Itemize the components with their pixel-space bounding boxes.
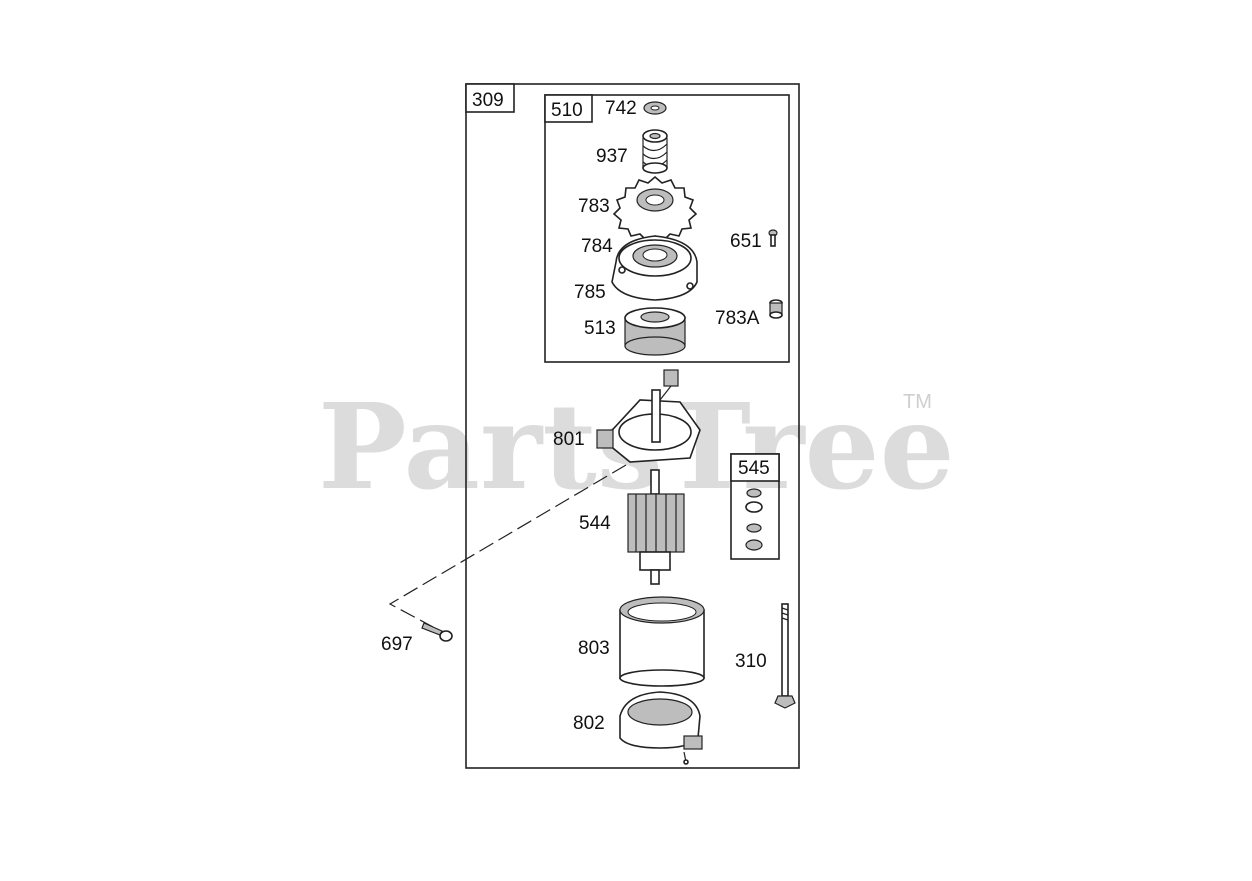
spring-937-icon[interactable] — [642, 129, 668, 174]
pinion-gear-783-icon[interactable] — [612, 175, 698, 241]
label-697[interactable]: 697 — [381, 634, 413, 655]
assembly-number[interactable]: 309 — [472, 90, 504, 111]
assembly-frame — [465, 83, 800, 769]
label-784[interactable]: 784 — [581, 236, 613, 257]
label-513[interactable]: 513 — [584, 318, 616, 339]
brush-kit-number[interactable]: 545 — [738, 458, 770, 479]
retainer-ring-742-icon[interactable] — [643, 101, 667, 115]
label-785[interactable]: 785 — [574, 282, 606, 303]
washer-set-icon[interactable] — [745, 488, 763, 551]
watermark-trademark: TM — [903, 391, 932, 413]
clutch-513-icon[interactable] — [624, 307, 686, 356]
label-310[interactable]: 310 — [735, 651, 767, 672]
label-937[interactable]: 937 — [596, 146, 628, 167]
label-783A[interactable]: 783A — [715, 308, 760, 329]
gear-kit-number[interactable]: 510 — [551, 100, 583, 121]
gear-kit-number-box — [544, 94, 593, 123]
brush-holder-802-icon[interactable] — [619, 691, 703, 765]
label-544[interactable]: 544 — [579, 513, 611, 534]
end-cap-801-icon[interactable] — [596, 369, 701, 463]
label-802[interactable]: 802 — [573, 713, 605, 734]
drive-housing-784-icon[interactable] — [611, 235, 698, 301]
motor-housing-803-icon[interactable] — [619, 596, 705, 687]
label-742[interactable]: 742 — [605, 98, 637, 119]
leader-line-697 — [388, 464, 627, 628]
spacer-783A-icon[interactable] — [769, 299, 783, 319]
label-651[interactable]: 651 — [730, 231, 762, 252]
bolt-697-icon[interactable] — [421, 622, 453, 642]
brush-kit-number-box — [730, 453, 780, 482]
label-803[interactable]: 803 — [578, 638, 610, 659]
through-bolt-310-icon[interactable] — [774, 603, 796, 709]
assembly-number-box — [465, 83, 515, 113]
label-801[interactable]: 801 — [553, 429, 585, 450]
label-783[interactable]: 783 — [578, 196, 610, 217]
screw-651-icon[interactable] — [768, 229, 778, 247]
armature-544-icon[interactable] — [627, 469, 685, 585]
gear-kit-frame — [544, 94, 790, 363]
